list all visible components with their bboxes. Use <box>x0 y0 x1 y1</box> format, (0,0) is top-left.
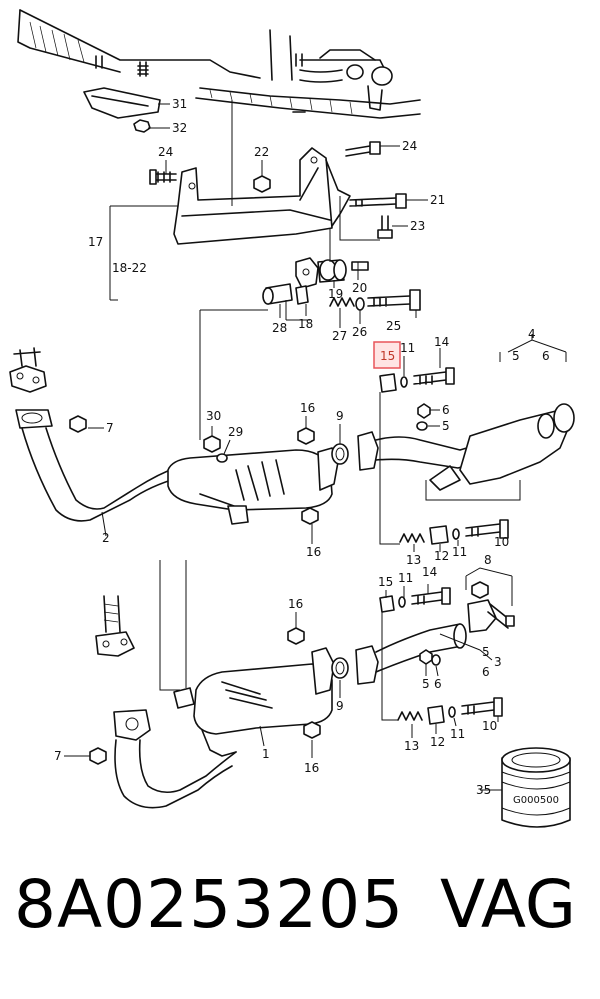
callout-label: 10 <box>494 535 509 549</box>
callout-label: 22 <box>254 145 269 159</box>
part-number: 8A0253205 <box>14 866 405 943</box>
callout-label: 30 <box>206 409 221 423</box>
callout-labels: 31 32 24 22 24 21 23 17 18-22 20 19 28 1… <box>54 97 550 797</box>
callout-label: 10 <box>482 719 497 733</box>
callout-label: 11 <box>398 571 413 585</box>
callout-label: 29 <box>228 425 243 439</box>
callout-label: 13 <box>404 739 419 753</box>
callout-label: 20 <box>352 281 367 295</box>
callout-label: 16 <box>288 597 303 611</box>
callout-label: 16 <box>304 761 319 775</box>
callout-label: 15 <box>378 575 393 589</box>
callout-label: 25 <box>386 319 401 333</box>
callout-label: 11 <box>450 727 465 741</box>
callout-label: 6 <box>542 349 550 363</box>
callout-label: 35 <box>476 783 491 797</box>
callout-label: 4 <box>528 327 536 341</box>
callout-label: 14 <box>434 335 449 349</box>
callout-label: 6 <box>434 677 442 691</box>
callout-label-highlighted: 15 <box>380 349 395 363</box>
exhaust-system-diagram: G000500 <box>9 9 575 828</box>
callout-label: 18 <box>298 317 313 331</box>
callout-label: 5 <box>442 419 450 433</box>
callout-label: 5 <box>422 677 430 691</box>
highlight-box-15 <box>373 341 401 369</box>
callout-label: 7 <box>106 421 114 435</box>
callout-label: 6 <box>482 665 490 679</box>
front-pipe-assembly-upper <box>9 347 575 691</box>
callout-label: 26 <box>352 325 367 339</box>
callout-label: 14 <box>422 565 437 579</box>
callout-label: 13 <box>406 553 421 567</box>
callout-label: 12 <box>434 549 449 563</box>
callout-label: 32 <box>172 121 187 135</box>
callout-label: 11 <box>452 545 467 559</box>
callout-label: 6 <box>442 403 450 417</box>
front-pipe-assembly-lower: G000500 <box>89 560 571 828</box>
callout-label: 23 <box>410 219 425 233</box>
callout-label: 8 <box>484 553 492 567</box>
callout-label: 9 <box>336 699 344 713</box>
callout-label: 16 <box>306 545 321 559</box>
callout-label: 31 <box>172 97 187 111</box>
callout-label: 3 <box>494 655 502 669</box>
underbody-section <box>17 9 421 440</box>
callout-label: 27 <box>332 329 347 343</box>
callout-label: 12 <box>430 735 445 749</box>
callout-label: 2 <box>102 531 110 545</box>
callout-label: 5 <box>482 645 490 659</box>
callout-label: 16 <box>300 401 315 415</box>
ring-marking: G000500 <box>513 795 559 806</box>
callout-label: 28 <box>272 321 287 335</box>
callout-label: 24 <box>402 139 417 153</box>
callout-label: 1 <box>262 747 270 761</box>
callout-label: 17 <box>88 235 103 249</box>
callout-label: 24 <box>158 145 173 159</box>
leader-lines <box>64 103 567 791</box>
callout-label: 9 <box>336 409 344 423</box>
callout-label: 18-22 <box>112 261 147 275</box>
callout-label: 21 <box>430 193 445 207</box>
callout-label: 11 <box>400 341 415 355</box>
callout-label: 19 <box>328 287 343 301</box>
brand-name: VAG <box>440 866 577 943</box>
callout-label: 5 <box>512 349 520 363</box>
callout-label: 7 <box>54 749 62 763</box>
